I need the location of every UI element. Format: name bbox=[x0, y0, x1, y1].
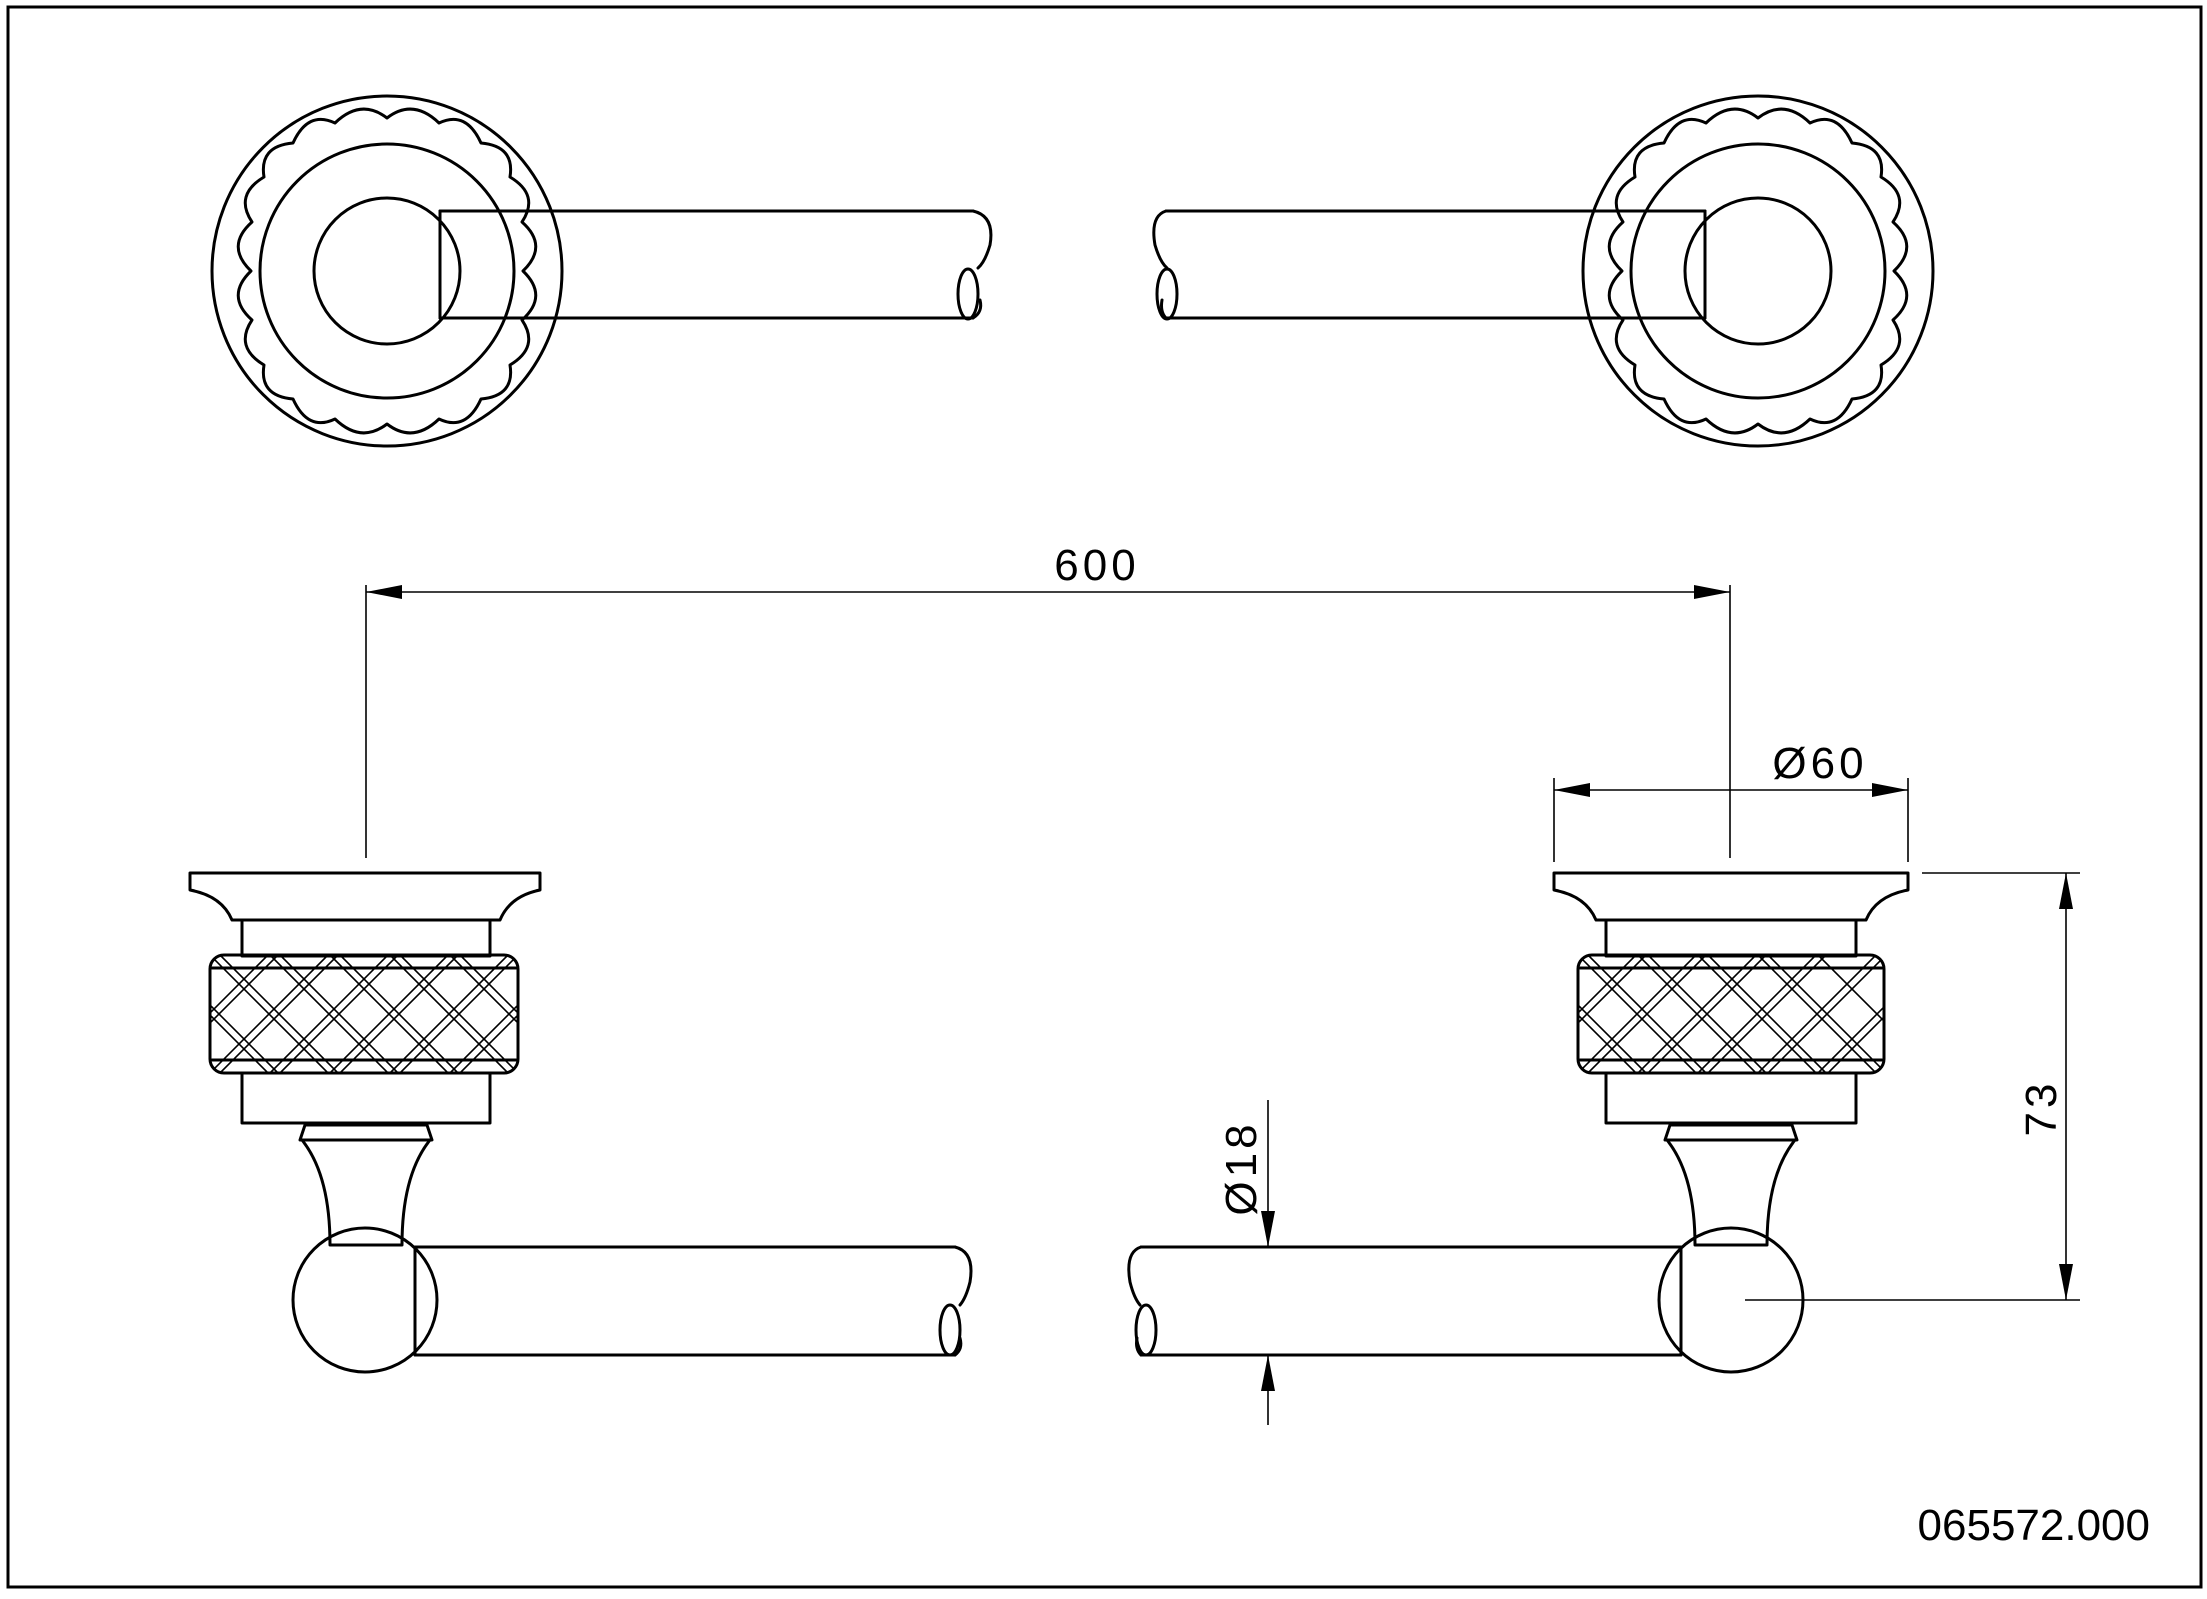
dimension-bar-diameter-label: Ø18 bbox=[1217, 1120, 1266, 1215]
dimension-bar-diameter: Ø18 bbox=[1217, 1100, 1275, 1425]
dimension-length: 600 bbox=[365, 541, 1731, 858]
side-view-right-bracket bbox=[1127, 871, 1910, 1374]
top-view-right-bracket bbox=[1152, 94, 1935, 448]
drawing-frame bbox=[6, 5, 2203, 1589]
knurl-pattern-left bbox=[210, 955, 518, 1073]
scalloped-rim-left bbox=[236, 107, 538, 435]
side-view-left-bracket bbox=[188, 871, 973, 1374]
dimension-length-label: 600 bbox=[1054, 541, 1139, 590]
dimension-rosette-diameter: Ø60 bbox=[1553, 739, 1909, 862]
dimension-rosette-diameter-label: Ø60 bbox=[1772, 739, 1867, 788]
part-number: 065572.000 bbox=[1918, 1501, 2150, 1550]
dimension-projection-label: 73 bbox=[2017, 1080, 2066, 1137]
top-view-left-bracket bbox=[210, 94, 993, 448]
dimension-projection: 73 bbox=[1745, 872, 2080, 1301]
scalloped-rim-right bbox=[1607, 107, 1909, 435]
knurl-pattern-right bbox=[1578, 955, 1884, 1073]
